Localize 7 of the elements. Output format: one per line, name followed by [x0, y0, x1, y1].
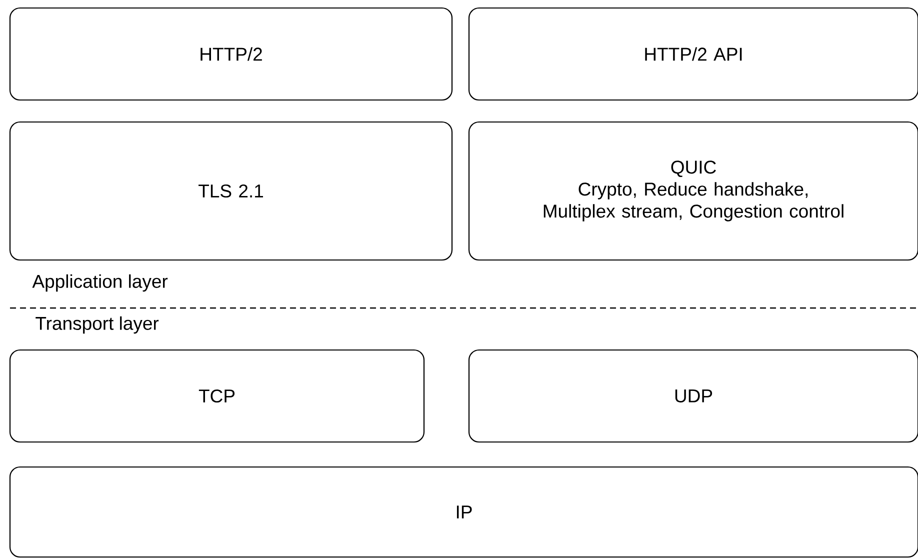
layer-box: HTTP/2: [9, 7, 453, 101]
layer-box: HTTP/2 API: [468, 7, 918, 101]
layer-box: TCP: [9, 349, 425, 443]
layer-box: UDP: [468, 349, 918, 443]
layer-box: TLS 2.1: [9, 121, 453, 261]
layer-box: QUIC Crypto, Reduce handshake, Multiplex stream, Congestion control: [468, 121, 918, 261]
layer-box: IP: [9, 466, 918, 558]
